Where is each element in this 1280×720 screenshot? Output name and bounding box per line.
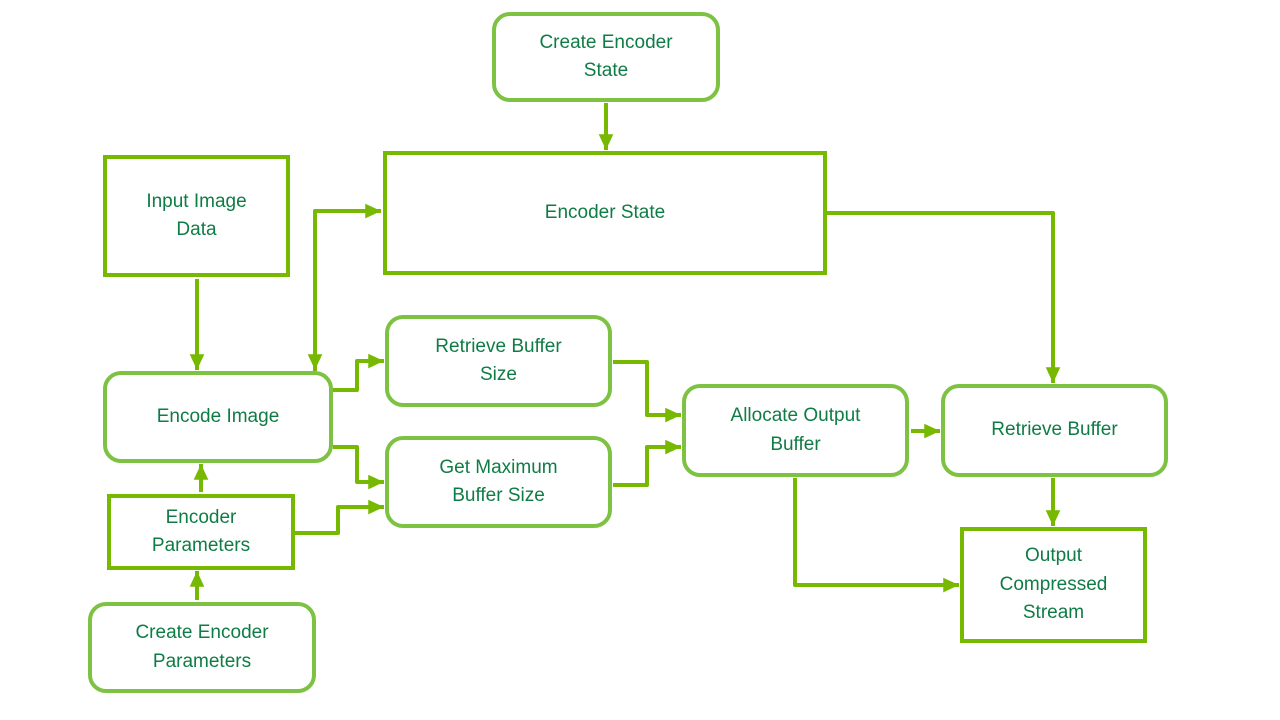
node-create-encoder-parameters: Create Encoder Parameters [88,602,316,693]
node-retrieve-buffer: Retrieve Buffer [941,384,1168,477]
node-input-image-data: Input Image Data [103,155,290,277]
edge-encoder-state-to-retrieve-buffer [827,211,1061,383]
edge-encoder-parameters-to-get-maximum-buffer-size [295,499,384,535]
node-create-encoder-state: Create Encoder State [492,12,720,102]
edge-encode-image-to-get-maximum-buffer-size [333,445,384,490]
edge-get-maximum-buffer-size-to-allocate-output-buffer [613,439,681,487]
node-encoder-parameters: Encoder Parameters [107,494,295,570]
node-encode-image: Encode Image [103,371,333,463]
node-encoder-state: Encoder State [383,151,827,275]
edge-allocate-output-buffer-to-output-compressed-stream [793,478,959,593]
edge-retrieve-buffer-size-to-allocate-output-buffer [613,360,681,423]
node-get-maximum-buffer-size: Get Maximum Buffer Size [385,436,612,528]
edge-encode-image-encoder-state-up [313,203,381,371]
node-output-compressed-stream: Output Compressed Stream [960,527,1147,643]
edge-encode-image-to-retrieve-buffer-size [333,353,384,392]
node-allocate-output-buffer: Allocate Output Buffer [682,384,909,477]
node-retrieve-buffer-size: Retrieve Buffer Size [385,315,612,407]
